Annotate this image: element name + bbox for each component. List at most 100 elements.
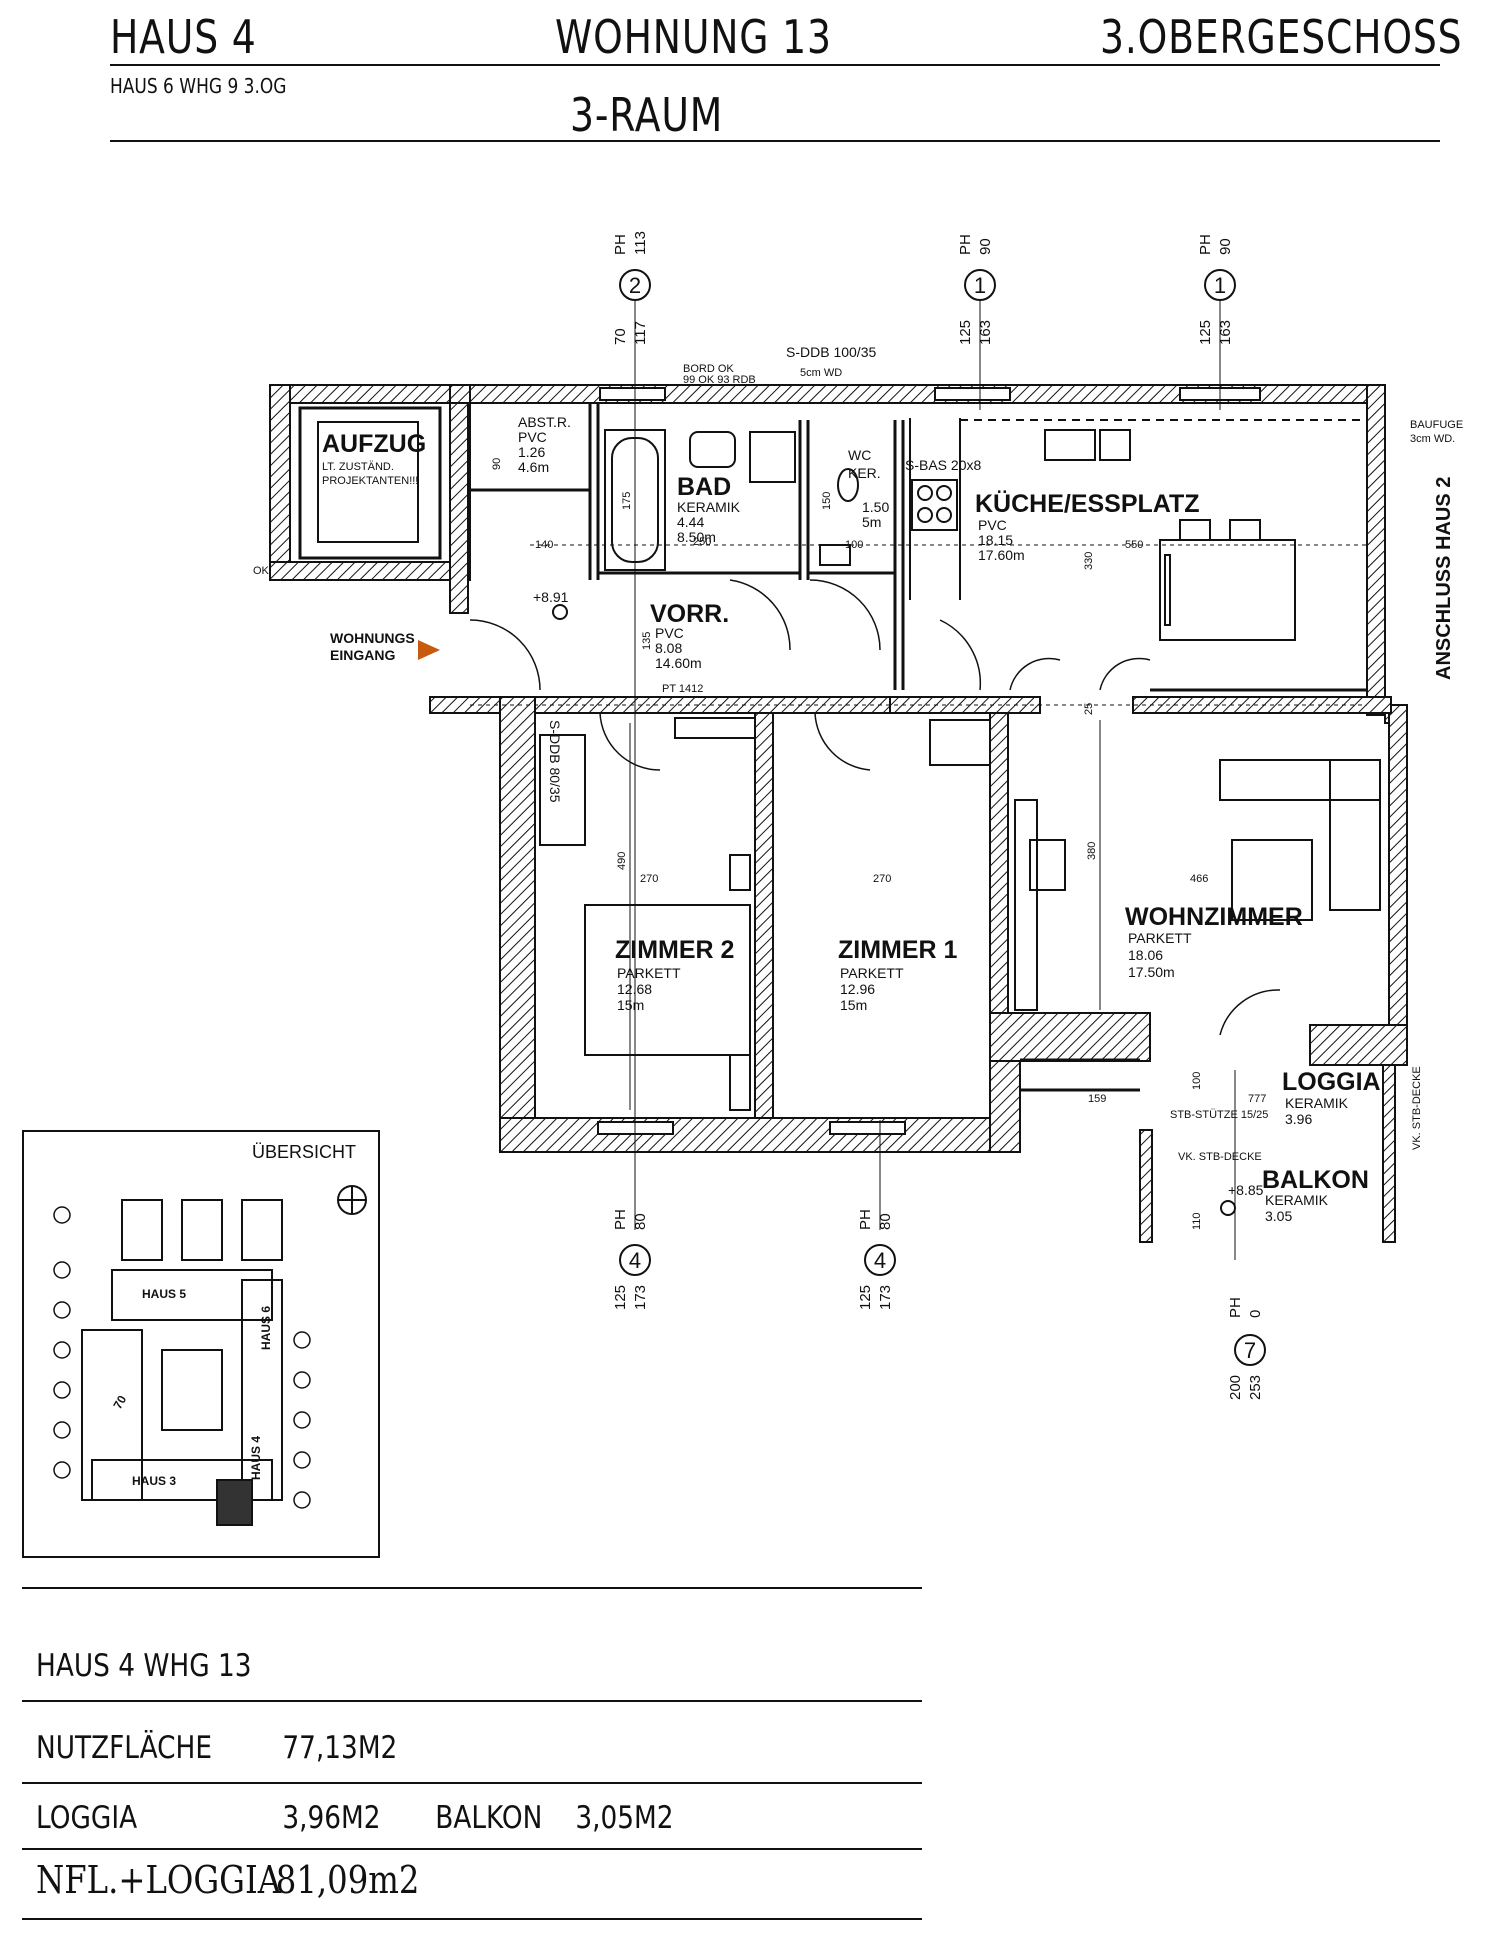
summary-divider-2 (22, 1782, 922, 1784)
room-zimmer2: ZIMMER 2 PARKETT 12.68 15m (615, 936, 734, 1013)
overview-70: 70 (110, 1393, 129, 1412)
room-bad: BAD KERAMIK 4.44 8.50m (677, 473, 741, 545)
wc-floor: KER. (848, 465, 881, 481)
tv-cabinet (1014, 799, 1038, 1011)
level-label-2: +8.85 (1228, 1182, 1264, 1198)
balkon-value: 3,05M2 (575, 1800, 674, 1836)
dimension-values: 90 175 150 140 100 250 550 330 135 25 49… (491, 458, 1266, 1230)
dim-100-b: 100 (1191, 1072, 1203, 1090)
aufzug-note2: PROJEKTANTEN!!! (322, 475, 418, 487)
level-marker-icon (552, 604, 568, 620)
top-windows (597, 387, 1261, 1135)
wohnzimmer-name: WOHNZIMMER (1125, 903, 1303, 931)
window-marker: 2 PH 113 70 117 (612, 231, 651, 345)
zimmer1-area: 12.96 (840, 981, 875, 997)
abstr-name: ABST.R. (518, 414, 571, 430)
loggia-area: 3.96 (1285, 1111, 1312, 1127)
nutzflaeche-value: 77,13M2 (282, 1730, 398, 1766)
vorr-name: VORR. (650, 600, 729, 628)
zimmer1-name: ZIMMER 1 (838, 936, 958, 964)
loggia-name: LOGGIA (1282, 1068, 1381, 1096)
dim-159: 159 (1088, 1093, 1106, 1105)
window-dim-b: 117 (632, 321, 649, 345)
kueche-name: KÜCHE/ESSPLATZ (975, 489, 1200, 518)
level-label-1: +8.91 (533, 589, 569, 605)
window-marker: 1 PH 90 125 163 (957, 234, 996, 345)
window-dim-a: 125 (612, 1285, 629, 1310)
nutzflaeche-label: NUTZFLÄCHE (36, 1730, 213, 1766)
pt-label: PT 1412 (662, 683, 703, 695)
sofa (1219, 759, 1381, 921)
dim-140: 140 (535, 539, 553, 551)
window-ph-value: 90 (1217, 238, 1234, 255)
sddb-label: S-DDB 100/35 (786, 344, 876, 360)
dim-175: 175 (621, 492, 633, 510)
kueche-perim: 17.60m (978, 547, 1025, 563)
dim-110: 110 (1191, 1212, 1203, 1230)
loggia-floor: KERAMIK (1285, 1095, 1349, 1111)
room-wc: WC KER. 1.50 5m (848, 447, 889, 530)
dim-135: 135 (641, 632, 653, 650)
zimmer2-perim: 15m (617, 997, 644, 1013)
dim-90: 90 (491, 458, 503, 470)
window-ph-value: 113 (632, 231, 649, 255)
summary-nutzflaeche-row: NUTZFLÄCHE 77,13M2 (36, 1730, 397, 1766)
wardrobe (674, 717, 756, 739)
aufzug-note1: LT. ZUSTÄND. (322, 461, 394, 473)
window-marker: 7 PH 0 200 253 (1227, 1297, 1266, 1400)
window-ph: PH (612, 234, 629, 255)
balkon-name: BALKON (1262, 1166, 1369, 1194)
window-dim-b: 253 (1247, 1375, 1264, 1400)
side-table (1029, 839, 1066, 891)
dim-490: 490 (616, 852, 628, 870)
summary-title: HAUS 4 WHG 13 (36, 1648, 252, 1684)
wohnzimmer-area: 18.06 (1128, 947, 1163, 963)
total-label: NFL.+LOGGIA (36, 1858, 282, 1902)
window-dim-a: 125 (857, 1285, 874, 1310)
window-dim-a: 125 (957, 320, 974, 345)
kitchen-counter (909, 418, 1360, 600)
overview-buildings (81, 1199, 283, 1526)
summary-divider-bottom (22, 1918, 922, 1920)
overview-title: ÜBERSICHT (252, 1142, 356, 1162)
dim-270-b: 270 (873, 873, 891, 885)
dim-466: 466 (1190, 873, 1208, 885)
dim-25: 25 (1083, 703, 1095, 715)
wc-area: 1.50 (862, 499, 889, 515)
wc-name: WC (848, 447, 871, 463)
kueche-area: 18.15 (978, 532, 1013, 548)
dim-100: 100 (845, 539, 863, 551)
header-sub: HAUS 6 WHG 9 3.OG (110, 74, 287, 98)
window-number: 2 (629, 273, 641, 298)
room-zimmer1: ZIMMER 1 PARKETT 12.96 15m (838, 936, 958, 1013)
dim-270-a: 270 (640, 873, 658, 885)
sddb-sub-label: 5cm WD (800, 367, 842, 379)
sink (689, 431, 736, 468)
total-value: 81,09m2 (275, 1858, 420, 1902)
walls (269, 384, 1408, 1243)
bad-area: 4.44 (677, 514, 704, 530)
loggia-value: 3,96M2 (282, 1800, 381, 1836)
toilet (837, 468, 859, 502)
anschluss-label: ANSCHLUSS HAUS 2 (1433, 477, 1455, 680)
summary-divider-top (22, 1587, 922, 1589)
vorr-perim: 14.60m (655, 655, 702, 671)
window-marker: 4 PH 80 125 173 (612, 1209, 651, 1310)
overview-haus6: HAUS 6 (259, 1306, 273, 1350)
summary-divider-1 (22, 1700, 922, 1702)
dim-150: 150 (821, 492, 833, 510)
window-ph: PH (1197, 234, 1214, 255)
ok-label: OK (253, 565, 270, 577)
overview-map: ÜBERSICHT HAUS 5 HAUS 6 HAUS 3 HAUS 4 70 (22, 1130, 380, 1558)
header-divider-2 (110, 140, 1440, 142)
overview-haus4: HAUS 4 (249, 1436, 263, 1480)
abstr-perim: 4.6m (518, 459, 549, 475)
dining-table (1159, 519, 1296, 641)
dim-250: 250 (693, 536, 711, 548)
vorr-area: 8.08 (655, 640, 682, 656)
overview-haus5: HAUS 5 (142, 1287, 186, 1301)
room-vorr: VORR. PVC 8.08 14.60m (650, 600, 729, 671)
window-dim-b: 173 (877, 1285, 894, 1310)
window-number: 1 (974, 273, 986, 298)
window-dim-b: 163 (977, 320, 994, 345)
